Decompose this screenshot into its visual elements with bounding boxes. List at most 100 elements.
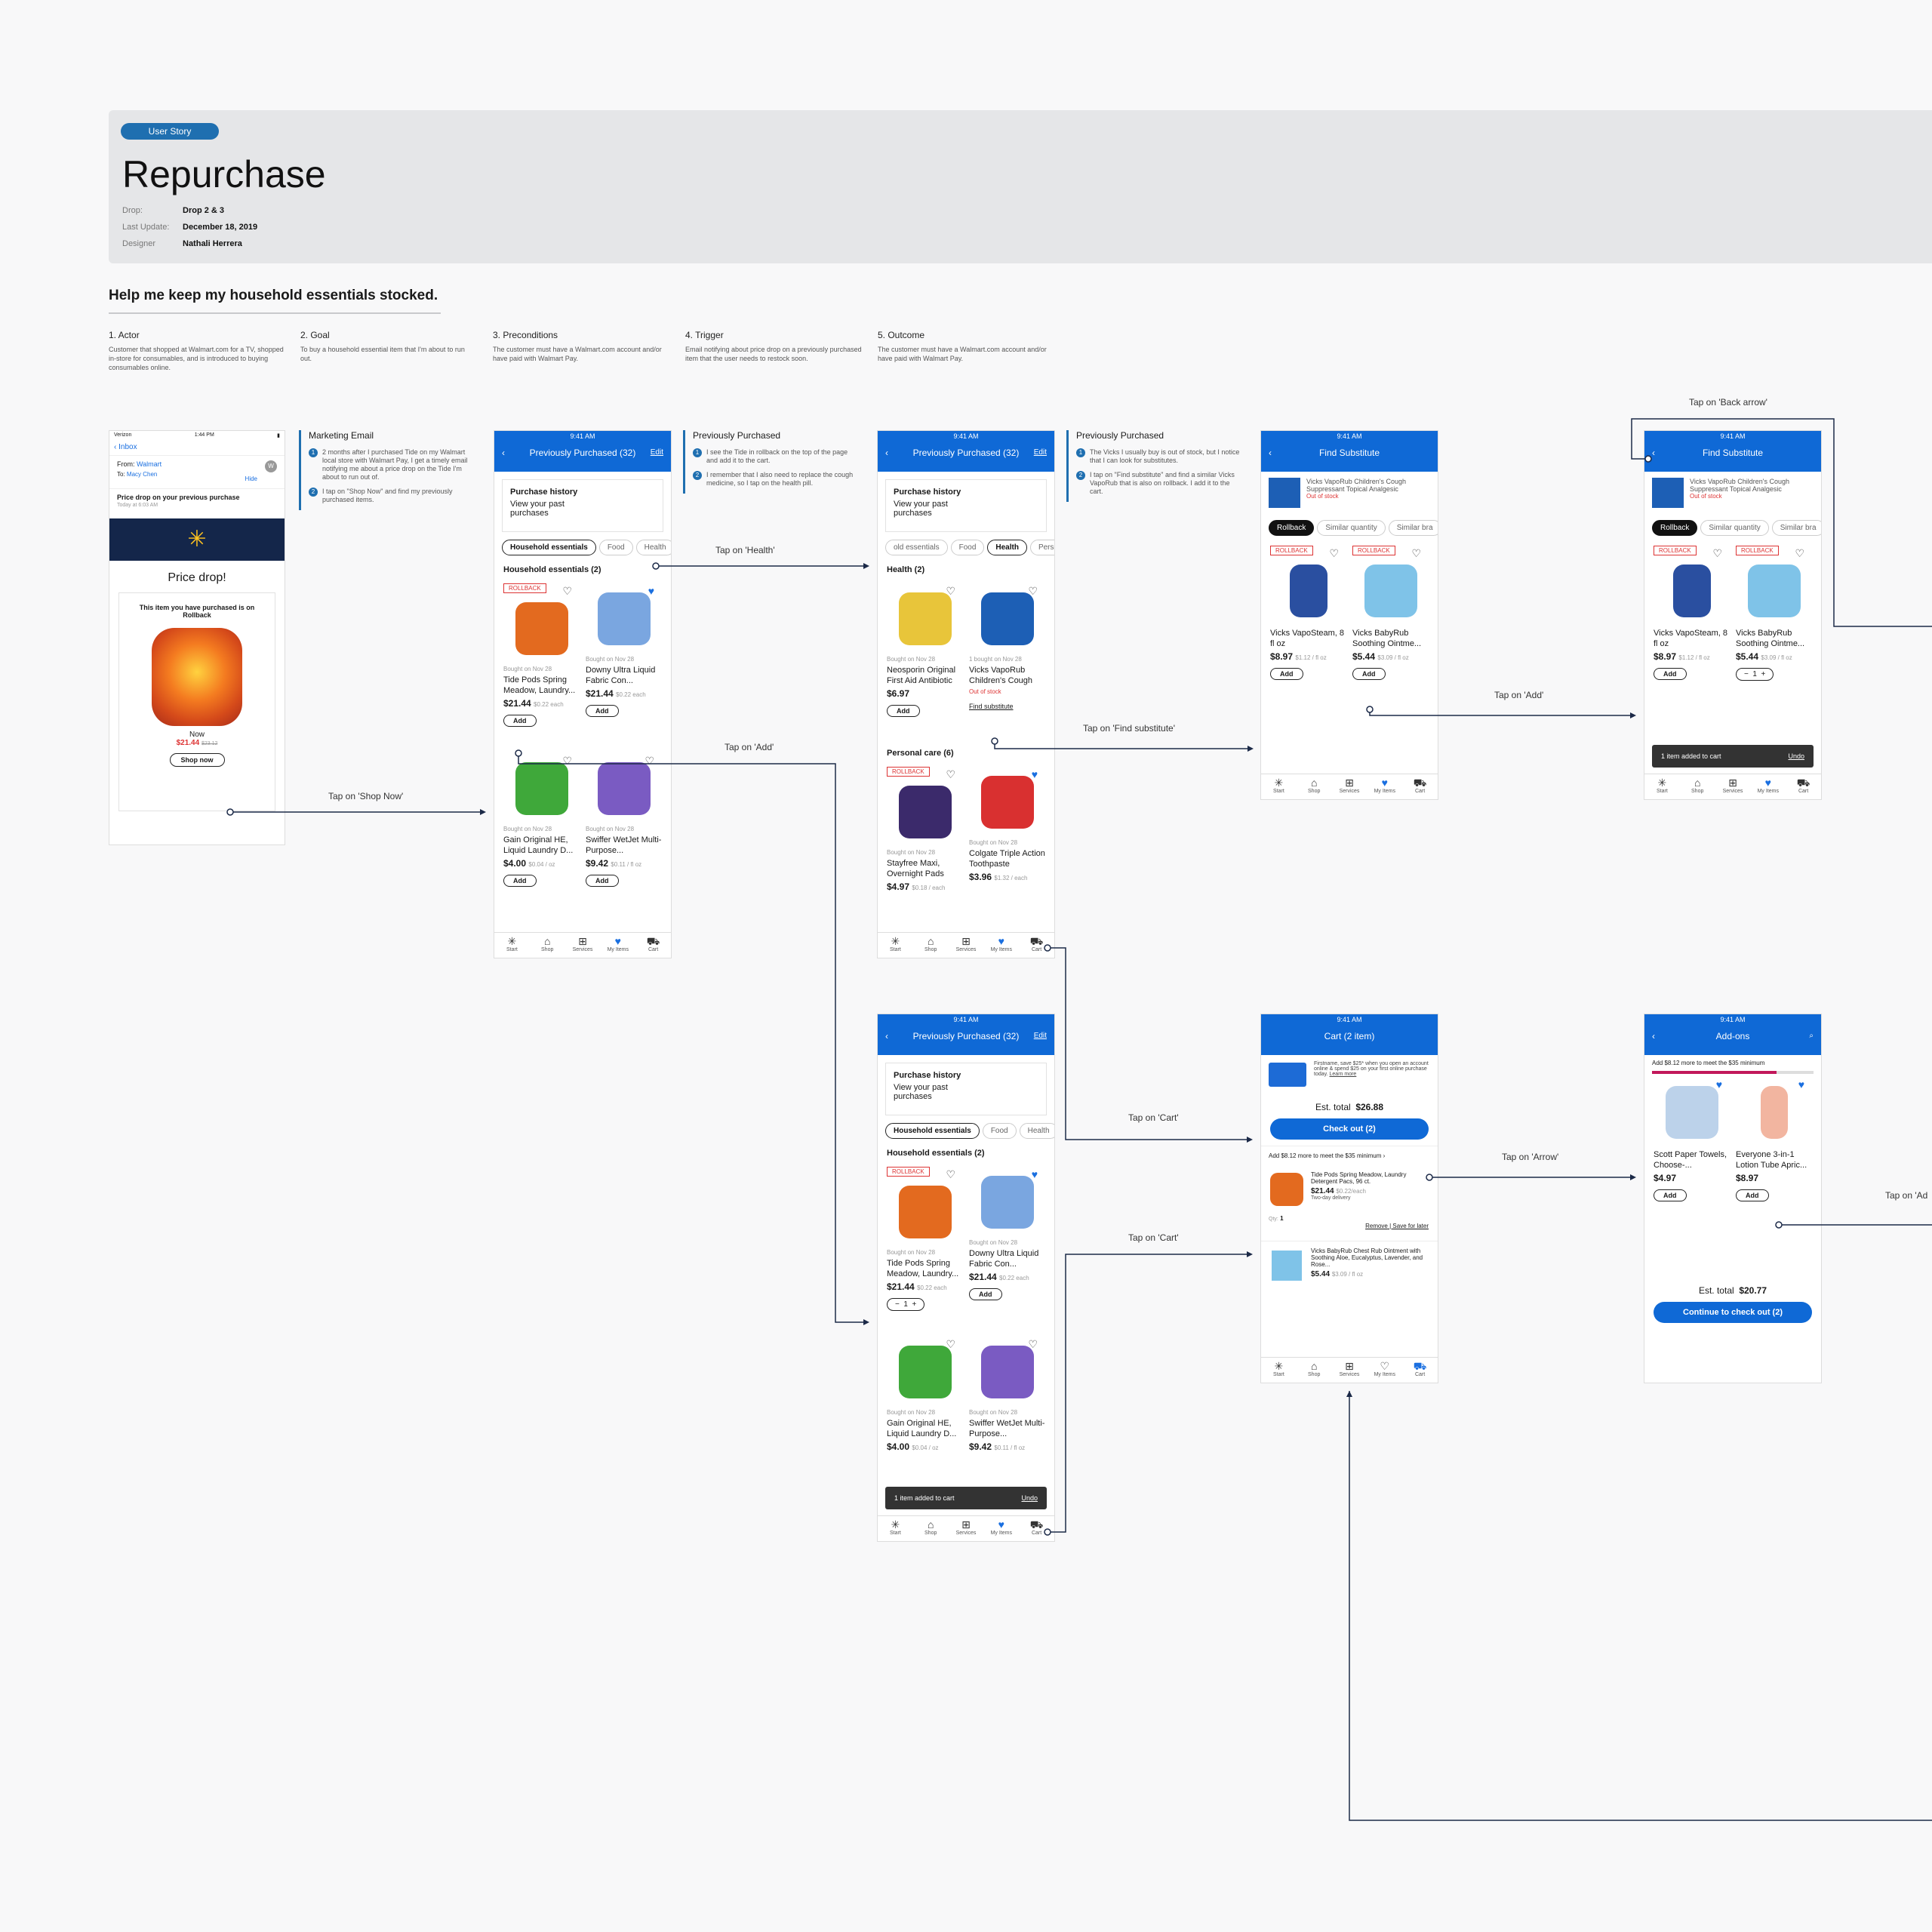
tab-cart[interactable]: ⛟Cart [1796, 777, 1810, 794]
continue-checkout-button[interactable]: Continue to check out (2) [1654, 1302, 1812, 1323]
tab-start[interactable]: ✳Start [1273, 1360, 1284, 1377]
heart-icon[interactable]: ♡ [946, 585, 955, 597]
tab-services[interactable]: ⊞Services [1722, 777, 1743, 794]
undo-link[interactable]: Undo [1021, 1494, 1038, 1502]
tab-my-items[interactable]: ♥My Items [990, 935, 1012, 952]
tab-services[interactable]: ⊞Services [1339, 777, 1360, 794]
tab-start[interactable]: ✳Start [1657, 777, 1668, 794]
tab-cart[interactable]: ⛟Cart [646, 935, 660, 952]
product-card[interactable]: ♥Everyone 3-in-1 Lotion Tube Apric...$8.… [1733, 1074, 1815, 1217]
back-arrow-icon[interactable]: ‹ [1269, 448, 1272, 458]
heart-icon[interactable]: ♡ [946, 768, 955, 780]
product-card[interactable]: ROLLBACK♡Vicks BabyRub Soothing Ointme..… [1349, 543, 1432, 701]
chip-household[interactable]: Household essentials [885, 1123, 980, 1139]
back-arrow-icon[interactable]: ‹ [885, 448, 888, 458]
tab-services[interactable]: ⊞Services [1339, 1360, 1360, 1377]
add-button[interactable]: Add [969, 1288, 1002, 1300]
add-button[interactable]: Add [1352, 668, 1386, 680]
chip-household[interactable]: old essentials [885, 540, 948, 555]
search-icon[interactable]: ⌕ [1809, 1032, 1814, 1040]
tab-shop[interactable]: ⌂Shop [541, 935, 554, 952]
learn-more-link[interactable]: Learn more [1329, 1072, 1357, 1077]
tab-my-items[interactable]: ♥My Items [990, 1518, 1012, 1536]
chip-rollback[interactable]: Rollback [1652, 520, 1698, 536]
heart-icon[interactable]: ♡ [1411, 547, 1421, 559]
chip-health[interactable]: Health [635, 540, 671, 555]
product-card[interactable]: ROLLBACK♡Vicks BabyRub Soothing Ointme..… [1733, 543, 1815, 701]
heart-icon[interactable]: ♡ [1712, 547, 1722, 559]
find-substitute-link[interactable]: Find substitute [969, 703, 1014, 710]
tab-shop[interactable]: ⌂Shop [924, 935, 937, 952]
tab-start[interactable]: ✳Start [1273, 777, 1284, 794]
chip-health[interactable]: Health [987, 540, 1027, 555]
tab-my-items[interactable]: ♡My Items [1374, 1360, 1395, 1377]
tab-shop[interactable]: ⌂Shop [1308, 1360, 1321, 1377]
heart-icon[interactable]: ♥ [1798, 1078, 1804, 1091]
save-for-later-link[interactable]: Save for later [1392, 1223, 1429, 1229]
tab-my-items[interactable]: ♥My Items [1374, 777, 1395, 794]
chip-food[interactable]: Food [950, 540, 985, 555]
tab-shop[interactable]: ⌂Shop [1308, 777, 1321, 794]
add-button[interactable]: Add [503, 715, 537, 727]
chip-health[interactable]: Health [1019, 1123, 1054, 1139]
heart-icon[interactable]: ♡ [1795, 547, 1804, 559]
tab-services[interactable]: ⊞Services [572, 935, 593, 952]
heart-icon[interactable]: ♡ [1028, 1338, 1038, 1350]
back-arrow-icon[interactable]: ‹ [885, 1031, 888, 1041]
hide-link[interactable]: Hide [245, 475, 257, 482]
product-card[interactable]: ROLLBACK♡Vicks VapoSteam, 8 fl oz$8.97 $… [1267, 543, 1349, 701]
heart-icon[interactable]: ♡ [946, 1338, 955, 1350]
add-button[interactable]: Add [1270, 668, 1303, 680]
tab-start[interactable]: ✳Start [890, 1518, 901, 1536]
back-arrow-icon[interactable]: ‹ [1652, 448, 1655, 458]
tab-my-items[interactable]: ♥My Items [607, 935, 629, 952]
add-button[interactable]: Add [586, 705, 619, 717]
chip-household[interactable]: Household essentials [502, 540, 596, 555]
tab-shop[interactable]: ⌂Shop [924, 1518, 937, 1536]
shop-now-button[interactable]: Shop now [169, 753, 225, 767]
back-arrow-icon[interactable]: ‹ [1652, 1031, 1655, 1041]
heart-icon[interactable]: ♥ [1031, 768, 1038, 780]
chip-similar-quantity[interactable]: Similar quantity [1700, 520, 1769, 536]
add-button[interactable]: Add [1654, 1189, 1687, 1201]
back-arrow-icon[interactable]: ‹ [502, 448, 505, 458]
quantity-stepper[interactable]: − 1 + [887, 1298, 925, 1311]
add-button[interactable]: Add [503, 875, 537, 887]
chip-personal[interactable]: Persona [1029, 540, 1054, 555]
chip-similar-quantity[interactable]: Similar quantity [1317, 520, 1386, 536]
undo-link[interactable]: Undo [1788, 752, 1804, 760]
heart-icon[interactable]: ♡ [946, 1168, 955, 1180]
remove-link[interactable]: Remove [1365, 1223, 1388, 1229]
heart-icon[interactable]: ♥ [1715, 1078, 1722, 1091]
tab-start[interactable]: ✳Start [506, 935, 518, 952]
add-button[interactable]: Add [586, 875, 619, 887]
chip-food[interactable]: Food [982, 1123, 1017, 1139]
add-button[interactable]: Add [887, 705, 920, 717]
tab-cart[interactable]: ⛟Cart [1029, 935, 1044, 952]
add-button[interactable]: Add [1654, 668, 1687, 680]
tab-services[interactable]: ⊞Services [955, 1518, 977, 1536]
heart-icon[interactable]: ♡ [1028, 585, 1038, 597]
edit-link[interactable]: Edit [650, 448, 663, 457]
minimum-notice[interactable]: Add $8.12 more to meet the $35 minimum › [1261, 1146, 1438, 1165]
heart-icon[interactable]: ♥ [648, 585, 654, 597]
heart-icon[interactable]: ♡ [562, 585, 572, 597]
quantity-select[interactable]: 1 [1280, 1215, 1284, 1222]
heart-icon[interactable]: ♡ [1329, 547, 1339, 559]
tab-cart[interactable]: ⛟Cart [1413, 777, 1427, 794]
heart-icon[interactable]: ♥ [1031, 1168, 1038, 1180]
